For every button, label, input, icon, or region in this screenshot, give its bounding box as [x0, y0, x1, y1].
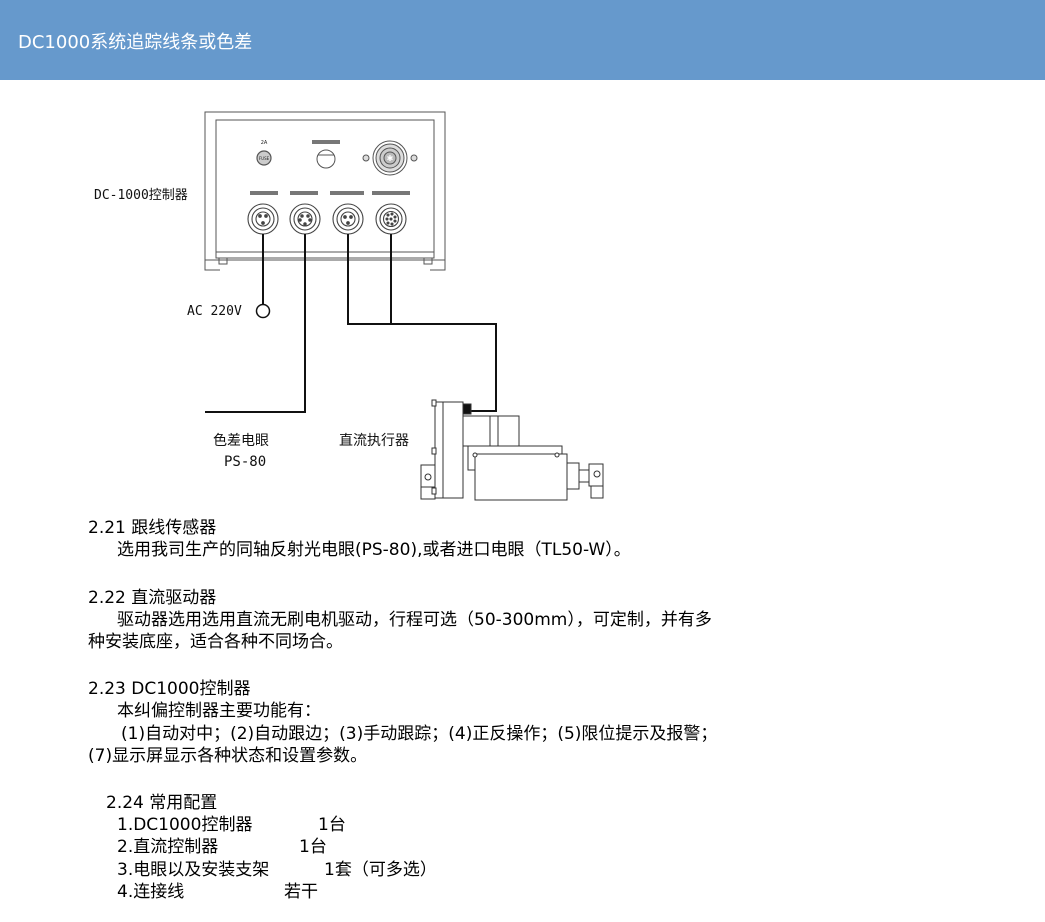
section-title-driver: 2.22 直流驱动器 — [88, 588, 217, 608]
section-text: 驱动器选用选用直流无刷电机驱动，行程可选（50-300mm），可定制，并有多 — [117, 610, 712, 630]
section-title-config: 2.24 常用配置 — [106, 793, 218, 813]
sensor-label: 色差电眼 — [213, 433, 269, 449]
port-power — [247, 203, 279, 235]
svg-text:FUSE: FUSE — [259, 156, 270, 161]
wire-motor — [347, 234, 497, 412]
config-item-qty: 1台 — [299, 837, 327, 857]
wire-sensor — [205, 234, 306, 413]
config-item-qty: 1台 — [318, 815, 346, 835]
config-item-name: 3.电眼以及安装支架 — [117, 860, 270, 880]
controller-label: DC-1000控制器 — [94, 188, 188, 203]
wiring-diagram-svg: FUSE 2A ✱ — [204, 111, 604, 501]
section-text: 本纠偏控制器主要功能有： — [117, 701, 321, 721]
sensor-model: PS-80 — [224, 454, 267, 470]
section-text: 选用我司生产的同轴反射光电眼(PS-80),或者进口电眼（TL50-W）。 — [117, 540, 631, 560]
config-item-name: 1.DC1000控制器 — [117, 815, 253, 835]
port-connectors — [247, 191, 410, 235]
section-title-sensor: 2.21 跟线传感器 — [88, 518, 217, 538]
config-item-qty: 1套（可多选） — [324, 860, 437, 880]
panel-connector-icon: ✱ — [362, 140, 418, 176]
config-item-name: 2.直流控制器 — [117, 837, 219, 857]
wiring-diagram: FUSE 2A ✱ — [0, 80, 1045, 510]
wires — [205, 234, 497, 413]
section-text: (7)显示屏显示各种状态和设置参数。 — [88, 746, 368, 766]
port-motor-control — [375, 203, 407, 235]
actuator-label: 直流执行器 — [339, 433, 409, 449]
page-header: DC1000系统追踪线条或色差 — [0, 0, 1045, 80]
config-item-name: 4.连接线 — [117, 882, 185, 902]
controller-box — [204, 111, 446, 271]
fuse-icon: FUSE 2A — [256, 140, 272, 166]
svg-text:2A: 2A — [261, 140, 268, 146]
page-title: DC1000系统追踪线条或色差 — [18, 32, 253, 53]
power-terminal-icon — [255, 303, 271, 319]
config-item-qty: 若干 — [284, 882, 318, 902]
port-motor-power — [332, 203, 364, 235]
section-text: (1)自动对中；(2)自动跟边；(3)手动跟踪；(4)正反操作；(5)限位提示及… — [121, 724, 718, 744]
power-label: AC 220V — [187, 304, 242, 319]
section-text: 种安装底座，适合各种不同场合。 — [88, 632, 343, 652]
section-title-controller: 2.23 DC1000控制器 — [88, 679, 251, 699]
actuator-drawing — [420, 399, 604, 501]
svg-text:✱: ✱ — [387, 154, 394, 163]
power-switch-icon — [312, 140, 340, 169]
port-sensor — [289, 203, 321, 235]
